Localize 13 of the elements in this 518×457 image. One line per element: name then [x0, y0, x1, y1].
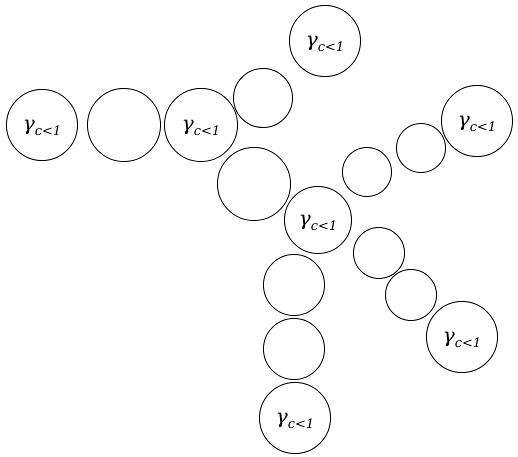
circle	[284, 186, 352, 254]
circle	[353, 227, 405, 279]
circle-label: γ$_{c<1}$	[182, 112, 220, 138]
circle-label: γ$_{c<1}$	[458, 108, 496, 134]
circle	[385, 269, 437, 321]
circle-label: γ$_{c<1}$	[298, 208, 338, 232]
circle	[342, 147, 392, 197]
circle	[396, 123, 446, 173]
circle-label: γ$_{c<1}$	[442, 324, 482, 350]
circle-label: γ$_{c<1}$	[306, 28, 344, 54]
circle-label: γ$_{c<1}$	[276, 406, 314, 430]
circle	[217, 147, 291, 221]
circle-label: γ$_{c<1}$	[22, 112, 62, 138]
